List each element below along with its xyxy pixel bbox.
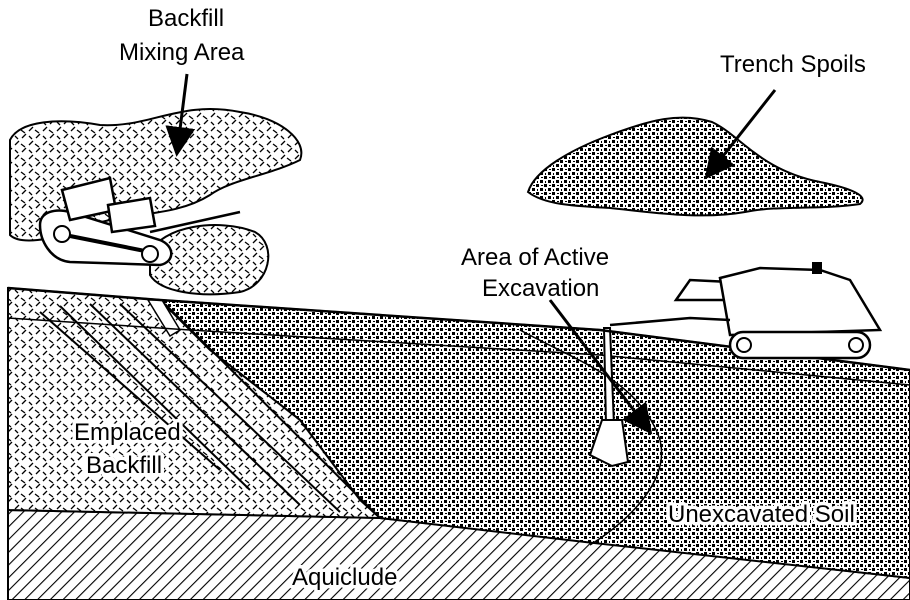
label-backfill-mixing-area-line2: Mixing Area [119,39,245,66]
label-trench-spoils: Trench Spoils [720,51,866,78]
label-area-active-excavation-line1: Area of Active [461,244,609,271]
label-unexcavated-soil: Unexcavated Soil [668,501,855,528]
label-area-active-excavation-line2: Excavation [482,275,599,302]
label-backfill-mixing-area-line1: Backfill [148,5,224,32]
trench-spoils-pile [528,118,863,216]
label-emplaced-backfill-line2: Backfill [86,452,162,479]
label-emplaced-backfill-line1: Emplaced [74,419,181,446]
label-aquiclude: Aquiclude [292,564,397,591]
